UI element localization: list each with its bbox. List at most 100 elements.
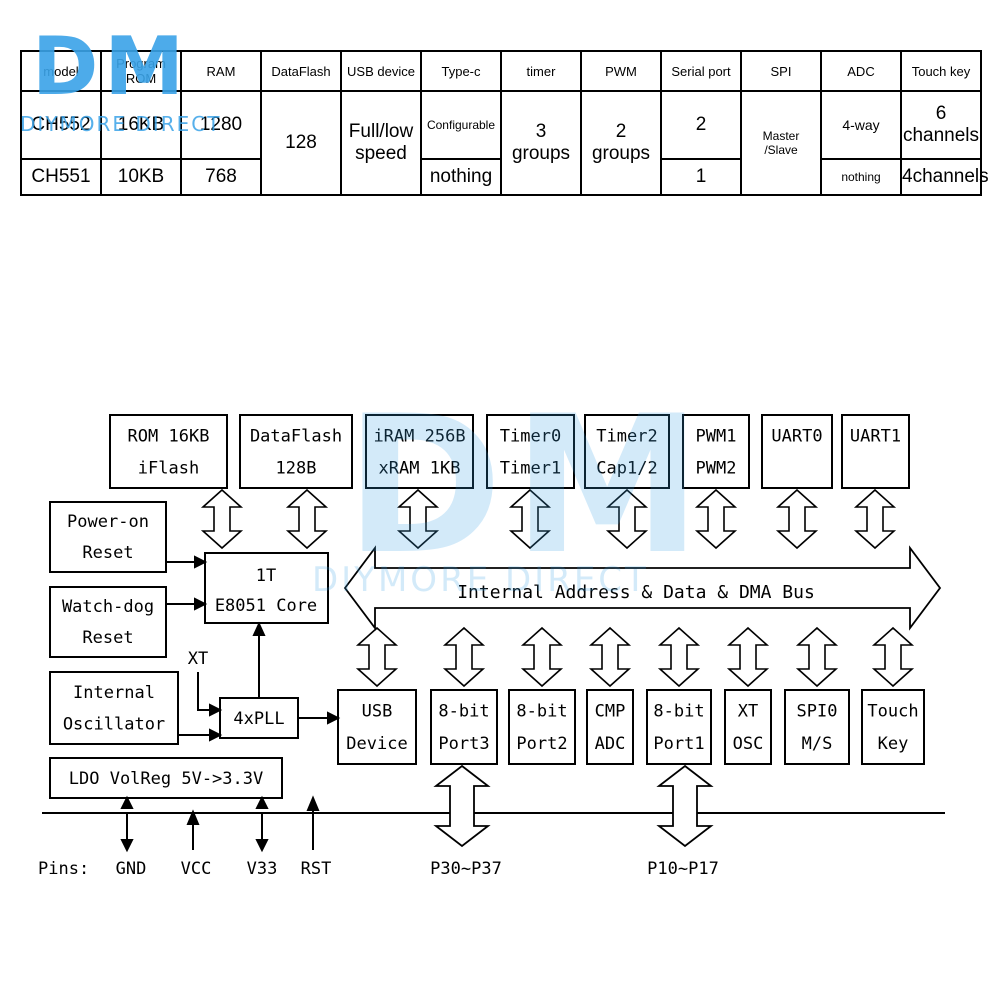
cell-rom: 16KB: [100, 89, 182, 161]
block-ram-box: [365, 414, 474, 489]
block-port2-line2: Port2: [516, 734, 567, 754]
block-touch-line1: Touch: [867, 702, 918, 722]
connection-lines: [42, 555, 945, 853]
block-port3-line1: 8-bit: [438, 702, 489, 722]
block-spi-line1: SPI0: [797, 702, 838, 722]
usb-line1: Full/low: [348, 121, 414, 142]
block-spi-line2: M/S: [802, 734, 833, 754]
block-port1-line2: Port1: [653, 734, 704, 754]
block-power-on-reset-line2: Reset: [82, 543, 133, 563]
bus-arrow-top: [510, 489, 550, 549]
block-port1-line1: 8-bit: [653, 702, 704, 722]
bus-arrow-bottom: [659, 627, 699, 687]
pwm-line2: groups: [591, 143, 651, 164]
cell-usb-device: Full/low speed: [340, 90, 422, 196]
cell-serial-port: 1: [660, 158, 742, 196]
header-spi: SPI: [740, 50, 822, 92]
bus-arrow-bottom: [873, 627, 913, 687]
cell-model: CH552: [20, 89, 102, 161]
bus-arrow-top: [607, 489, 647, 549]
header-type-c: Type-c: [420, 50, 502, 92]
block-dataflash-line2: 128B: [276, 458, 317, 478]
cell-serial-port: 2: [660, 89, 742, 161]
block-watchdog-reset-line1: Watch-dog: [62, 597, 154, 617]
port1-pins: P10~P17: [647, 859, 719, 879]
bus-arrow-top: [777, 489, 817, 549]
block-rom-line1: ROM 16KB: [128, 426, 210, 446]
core-line1: 1T: [256, 566, 276, 586]
header-ram: RAM: [180, 50, 262, 92]
block-timer01-line2: Timer1: [500, 458, 561, 478]
block-pwm-line1: PWM1: [696, 426, 737, 446]
header-program-rom: Program ROM: [100, 50, 182, 92]
usb-line2: speed: [355, 143, 407, 164]
cell-adc: nothing: [820, 158, 902, 196]
block-power-on-reset-line1: Power-on: [67, 512, 149, 532]
bus-arrow-top: [287, 489, 327, 549]
timer-line2: groups: [511, 143, 571, 164]
bus-arrow-bottom: [728, 627, 768, 687]
block-usb-line1: USB: [362, 702, 393, 722]
timer-line1: 3: [535, 121, 547, 142]
table-header-row: model Program ROM RAM DataFlash USB devi…: [20, 50, 982, 92]
block-port3-box: [430, 689, 498, 765]
block-xt-osc-line2: OSC: [733, 734, 764, 754]
header-usb-device: USB device: [340, 50, 422, 92]
core-block: [204, 552, 329, 624]
xt-label: XT: [188, 649, 208, 669]
block-rom-line2: iFlash: [138, 458, 199, 478]
block-timer01-line1: Timer0: [500, 426, 561, 446]
left-blocks: Power-onResetWatch-dogResetInternalOscil…: [49, 501, 179, 745]
block-uart1-line1: UART1: [850, 426, 901, 446]
cell-touch-key: 6 channels: [900, 89, 982, 161]
header-timer: timer: [500, 50, 582, 92]
header-adc: ADC: [820, 50, 902, 92]
bottom-blocks: USBDevice8-bitPort38-bitPort2CMPADC8-bit…: [337, 689, 925, 765]
cell-ram: 1280: [180, 89, 262, 161]
block-timer01-box: [486, 414, 575, 489]
block-touch-box: [861, 689, 925, 765]
ldo-block: [49, 757, 283, 799]
block-cmp-adc-line2: ADC: [595, 734, 626, 754]
pin-rst: RST: [301, 859, 332, 879]
bus-label: Internal Address & Data & DMA Bus: [457, 582, 815, 603]
pins-label: Pins:: [38, 859, 89, 879]
pwm-line1: 2: [615, 121, 627, 142]
cell-type-c: nothing: [420, 158, 502, 196]
port3-pin-arrow: [433, 764, 491, 848]
block-usb-box: [337, 689, 417, 765]
cell-timer: 3 groups: [500, 90, 582, 196]
bus-arrow-bottom: [590, 627, 630, 687]
block-uart1-box: [841, 414, 910, 489]
block-xt-osc-box: [724, 689, 772, 765]
bus-arrow-bottom: [797, 627, 837, 687]
block-uart0-box: [761, 414, 833, 489]
block-rom-box: [109, 414, 228, 489]
header-model: model: [20, 50, 102, 92]
block-timer2-line1: Timer2: [596, 426, 657, 446]
block-usb-line2: Device: [346, 734, 407, 754]
block-power-on-reset-box: [49, 501, 167, 573]
block-spi-box: [784, 689, 850, 765]
bus-arrow-bottom: [522, 627, 562, 687]
block-pwm-box: [682, 414, 750, 489]
block-cmp-adc-box: [586, 689, 634, 765]
block-touch-line2: Key: [878, 734, 909, 754]
pin-gnd: GND: [116, 859, 147, 879]
block-timer2-line2: Cap1/2: [596, 458, 657, 478]
port1-pin-arrow: [656, 764, 714, 848]
cell-spi: Master /Slave: [740, 90, 822, 196]
cell-type-c: Configurable: [420, 89, 502, 161]
block-internal-oscillator-line2: Oscillator: [63, 715, 165, 735]
pll-label: 4xPLL: [233, 709, 284, 729]
block-port1-box: [646, 689, 712, 765]
